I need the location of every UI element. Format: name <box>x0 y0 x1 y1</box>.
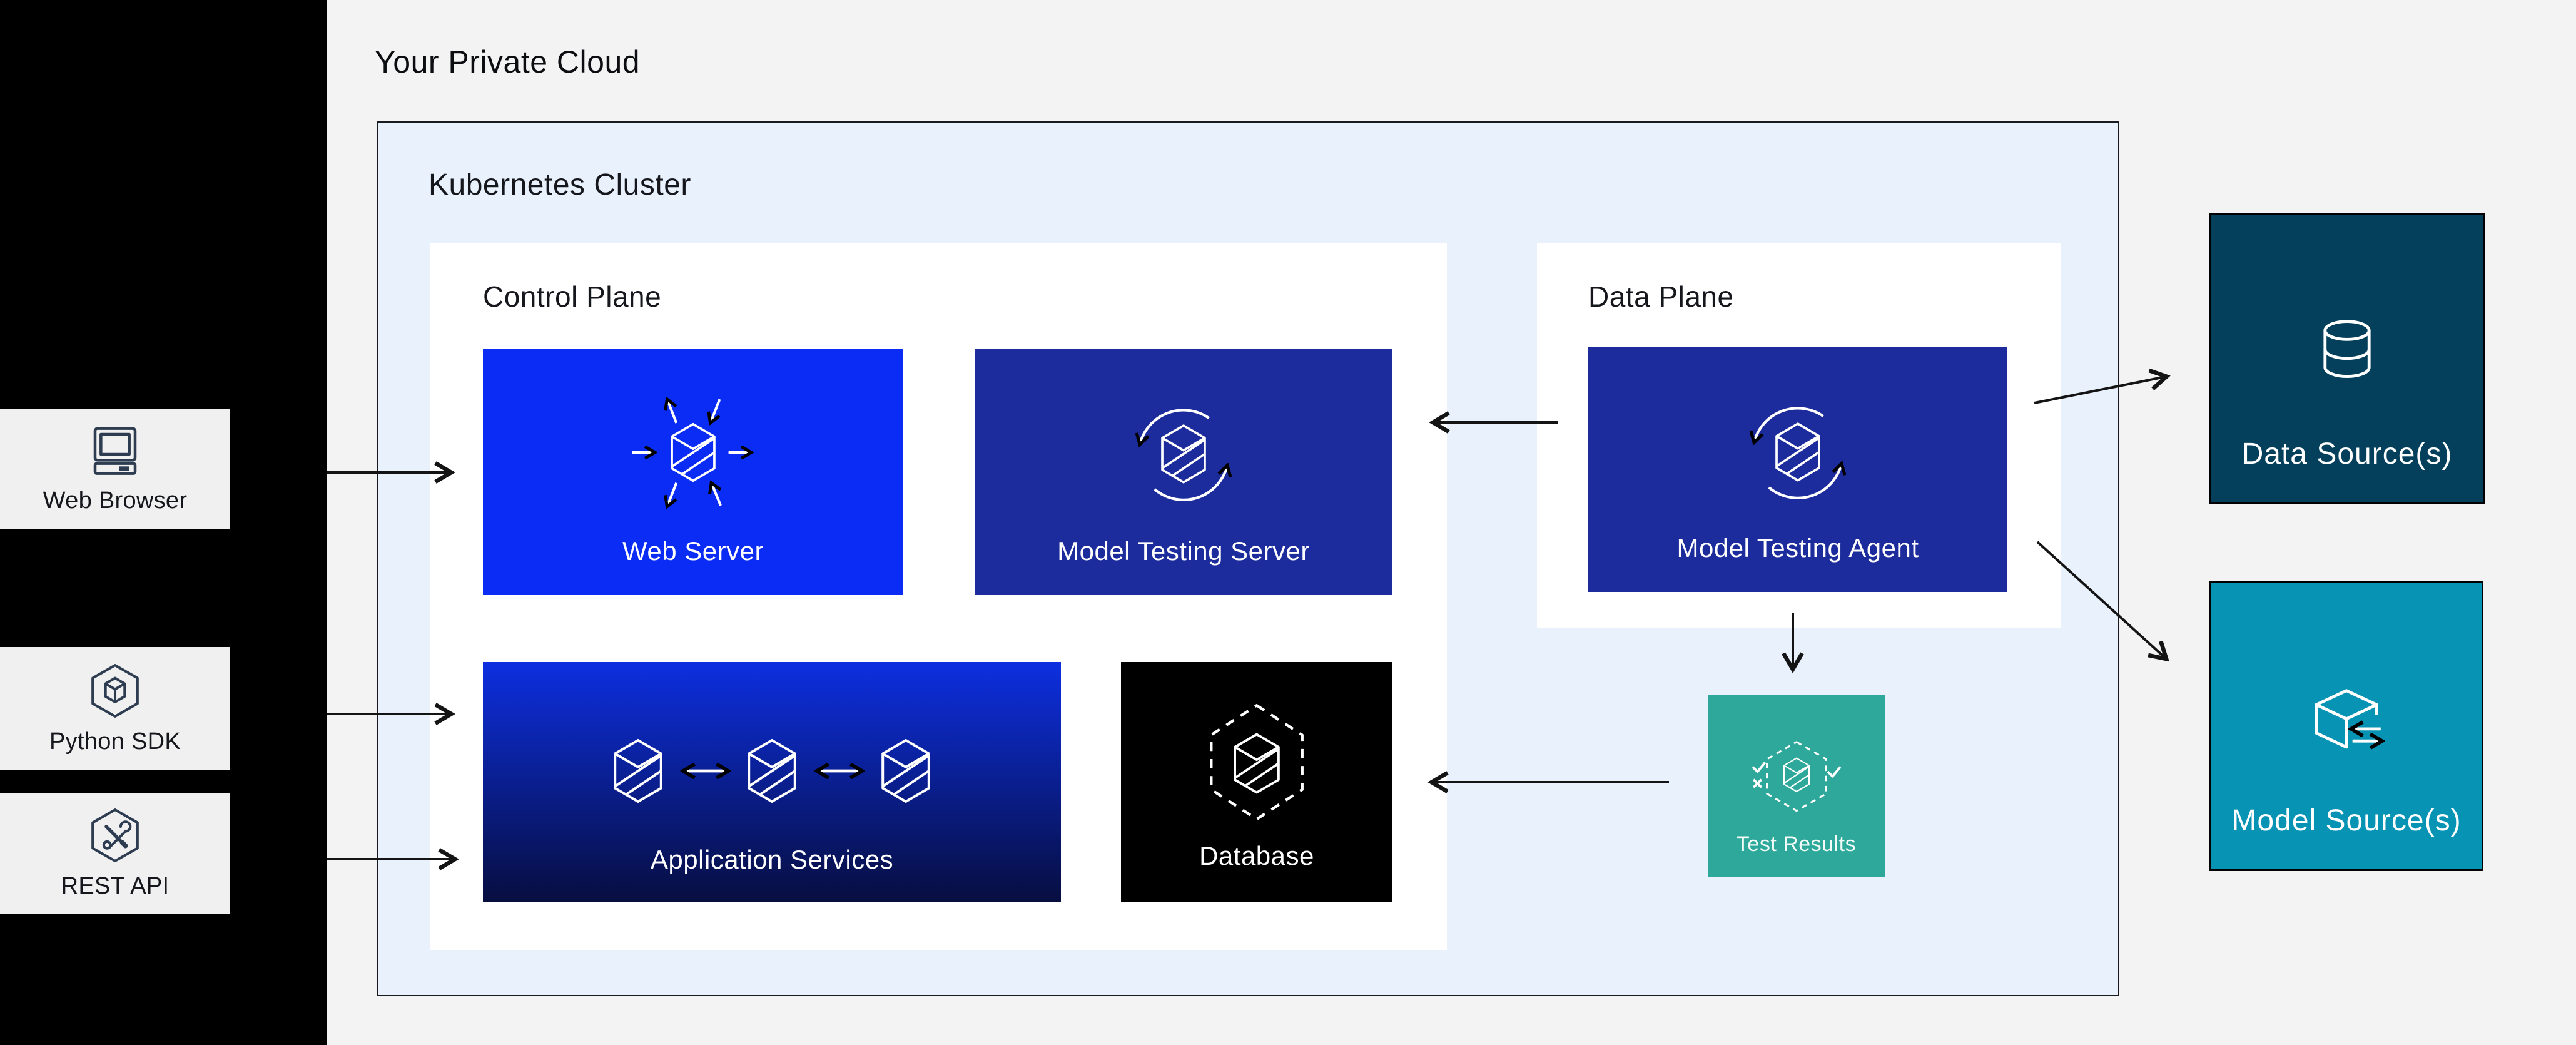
node-label: Application Services <box>650 845 894 874</box>
control-plane-panel: Control Plane Web Server <box>430 243 1447 950</box>
node-label: Test Results <box>1736 832 1857 856</box>
model-testing-server-node: Model Testing Server <box>975 349 1392 595</box>
computer-monitor-icon <box>93 426 137 475</box>
page-title: Your Private Cloud <box>375 44 641 79</box>
client-card-rest-api: REST API <box>0 793 230 914</box>
node-label: Model Source(s) <box>2231 804 2462 837</box>
client-label: Web Browser <box>43 487 188 514</box>
scale-out-prism-icon <box>632 384 762 521</box>
hexagon-cube-icon <box>91 663 139 718</box>
node-label: Model Testing Agent <box>1676 533 1919 563</box>
kubernetes-cluster-label: Kubernetes Cluster <box>428 168 691 201</box>
database-node: Database <box>1121 662 1392 902</box>
web-server-node: Web Server <box>483 349 903 595</box>
prism-sync-icon <box>1122 409 1245 501</box>
dashed-hexagon-prism-icon <box>1210 704 1304 821</box>
kubernetes-cluster-box: Kubernetes Cluster Control Plane Web S <box>377 121 2119 996</box>
data-plane-panel: Data Plane Model Testing Agent <box>1537 243 2061 628</box>
client-label: REST API <box>61 873 170 899</box>
dashed-hexagon-checks-icon <box>1752 741 1841 812</box>
node-label: Database <box>1199 841 1314 870</box>
node-label: Model Testing Server <box>1057 536 1310 566</box>
control-plane-label: Control Plane <box>483 280 662 313</box>
test-results-node: Test Results <box>1708 695 1885 877</box>
node-label: Web Server <box>622 536 764 566</box>
linked-prisms-icon <box>597 715 947 827</box>
model-testing-agent-node: Model Testing Agent <box>1588 347 2007 592</box>
model-sources-node: Model Source(s) <box>2209 581 2483 871</box>
application-services-node: Application Services <box>483 662 1061 902</box>
client-label: Python SDK <box>49 728 181 755</box>
data-sources-node: Data Source(s) <box>2209 213 2485 504</box>
database-cylinder-icon <box>2323 320 2371 378</box>
node-label: Data Source(s) <box>2241 437 2453 471</box>
client-card-python-sdk: Python SDK <box>0 647 230 770</box>
prism-sync-icon <box>1737 407 1859 499</box>
client-card-web-browser: Web Browser <box>0 409 230 529</box>
cube-transfer-icon <box>2315 689 2387 757</box>
hexagon-tools-icon <box>91 808 139 862</box>
data-plane-label: Data Plane <box>1588 280 1734 313</box>
